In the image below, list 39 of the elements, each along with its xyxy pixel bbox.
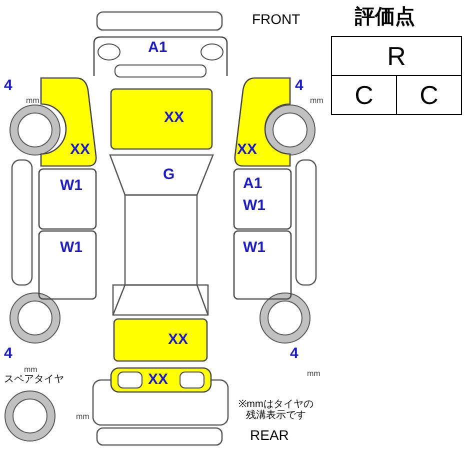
damage-code: W1 [60, 240, 82, 256]
grade-cell: R [331, 36, 462, 76]
damage-code: W1 [243, 198, 266, 214]
rear-bumper-panel [110, 367, 212, 393]
direction-label: FRONT [252, 12, 300, 28]
door-panel [233, 168, 292, 230]
unit-label: mm [24, 366, 38, 374]
unit-label: mm [307, 370, 320, 379]
damage-code: XX [168, 332, 188, 348]
damage-code: XX [237, 142, 258, 158]
unit-label: mm [310, 97, 324, 106]
tread-depth-value: 4 [290, 346, 298, 362]
tread-depth-value: 4 [4, 346, 12, 362]
direction-label: REAR [250, 428, 289, 444]
tread-depth-value: 4 [295, 78, 304, 94]
damage-code: A1 [148, 40, 168, 56]
door-panel [38, 168, 97, 230]
table-title: 評価点 [355, 6, 415, 28]
unit-label: mm [26, 97, 40, 106]
door-panel [38, 230, 97, 300]
damage-code: W1 [60, 178, 82, 194]
damage-code: XX [164, 110, 184, 126]
damage-code: XX [70, 142, 90, 158]
grade-cell: C [396, 75, 462, 115]
damage-code: G [163, 167, 175, 183]
fender-panel [233, 76, 293, 168]
damage-code: XX [148, 372, 168, 388]
tread-depth-value: 4 [4, 78, 12, 94]
unit-label: mm [76, 413, 90, 422]
front-bumper-panel [93, 35, 228, 78]
trunk-panel [113, 318, 208, 362]
door-panel [233, 230, 292, 300]
note-text: ※mmはタイヤの残溝表示です [238, 399, 314, 421]
grade-cell: C [331, 75, 397, 115]
damage-code: W1 [243, 240, 266, 256]
fender-panel [38, 76, 98, 168]
spare-tire-label: スペアタイヤ [4, 374, 64, 385]
damage-code: A1 [243, 176, 262, 192]
hood-panel [110, 88, 213, 150]
